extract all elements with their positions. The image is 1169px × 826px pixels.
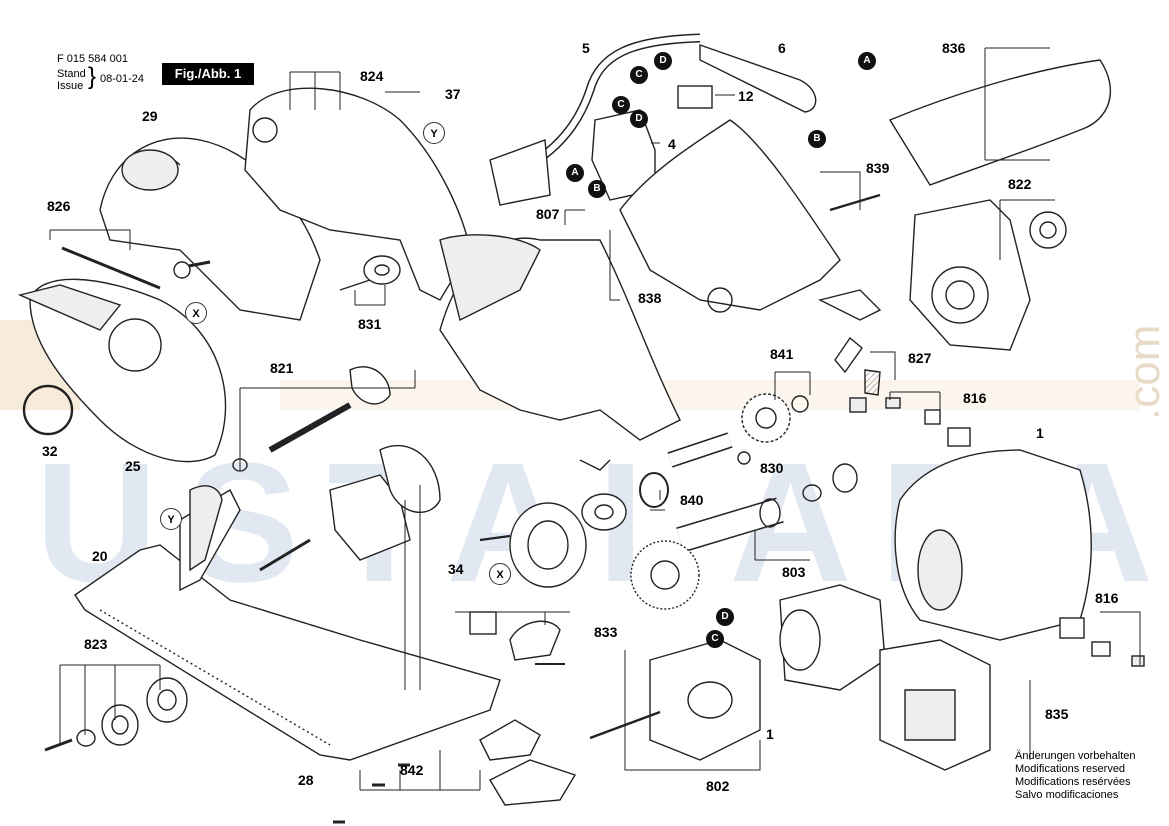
handle-cover [888,59,1111,186]
callout-821: 821 [270,360,294,376]
stator-802 [589,584,886,761]
callout-833: 833 [594,624,618,640]
ref-d-bubble: D [716,608,734,626]
leader-lines [49,47,1141,791]
doc-number: F 015 584 001 [57,53,128,65]
callout-34: 34 [448,561,464,577]
callout-840: 840 [680,492,704,508]
callout-816-lower: 816 [1095,590,1119,606]
flange-set-823 [44,677,188,752]
callout-12: 12 [738,88,754,104]
callout-25: 25 [125,458,141,474]
callout-1-lower: 1 [766,726,774,742]
callout-836: 836 [942,40,966,56]
callout-835: 835 [1045,706,1069,722]
bracket-34 [259,444,441,572]
guide-842 [333,719,577,824]
ref-d-bubble: D [630,110,648,128]
ref-x-circle: X [489,563,511,585]
callout-802: 802 [706,778,730,794]
lever-833 [469,611,565,665]
callout-838: 838 [638,290,662,306]
lower-blade-guard [17,278,227,463]
callout-29: 29 [142,108,158,124]
housing-838 [439,234,681,471]
ref-b-bubble: B [588,180,606,198]
callout-5: 5 [582,40,590,56]
ref-y-circle: Y [160,508,182,530]
callout-20: 20 [92,548,108,564]
ref-d-bubble: D [654,52,672,70]
ref-c-bubble: C [630,66,648,84]
bearing-part-831 [339,255,401,291]
figure-label: Fig./Abb. 1 [162,63,254,85]
housing-frame-839 [619,119,882,321]
ref-c-bubble: C [612,96,630,114]
callout-823: 823 [84,636,108,652]
stand-label: Stand [57,68,86,80]
notice-es: Salvo modificaciones [1015,789,1119,801]
ref-c-bubble: C [706,630,724,648]
armature-803 [630,463,858,610]
notice-fr: Modifications resérvées [1015,776,1131,788]
callout-839: 839 [866,160,890,176]
notice-de: Änderungen vorbehalten [1015,750,1136,762]
retaining-ring [22,384,74,436]
callout-28: 28 [298,772,314,788]
issue-date: 08-01-24 [100,73,145,85]
base-plate-20 [74,485,501,761]
guard-frame [244,87,471,301]
callout-826: 826 [47,198,71,214]
notice-en: Modifications reserved [1015,763,1126,775]
callout-831: 831 [358,316,382,332]
callout-37: 37 [445,86,461,102]
spring-826 [61,246,161,290]
callout-842: 842 [400,762,424,778]
plug [489,139,551,206]
ref-x-circle: X [185,302,207,324]
ref-y-circle: Y [423,122,445,144]
callout-6: 6 [778,40,786,56]
callout-803: 803 [782,564,806,580]
callout-822: 822 [1008,176,1032,192]
callout-824: 824 [360,68,384,84]
ref-b-bubble: B [808,130,826,148]
callout-816-upper: 816 [963,390,987,406]
ref-a-bubble: A [566,164,584,182]
callout-32: 32 [42,443,58,459]
gear-841 [741,393,809,443]
ref-a-bubble: A [858,52,876,70]
callout-827: 827 [908,350,932,366]
callout-807: 807 [536,206,560,222]
spindle-830 [667,432,751,468]
callout-4: 4 [668,136,676,152]
motor-housing-822 [909,199,1031,351]
cover-835 [879,639,991,771]
brace: } [88,63,97,90]
bearing-822 [1029,211,1067,249]
motor-housing-1 [894,449,1092,641]
callout-1-upper: 1 [1036,425,1044,441]
callout-841: 841 [770,346,794,362]
callout-830: 830 [760,460,784,476]
issue-label: Issue [57,80,84,92]
shaft-821 [268,402,352,453]
